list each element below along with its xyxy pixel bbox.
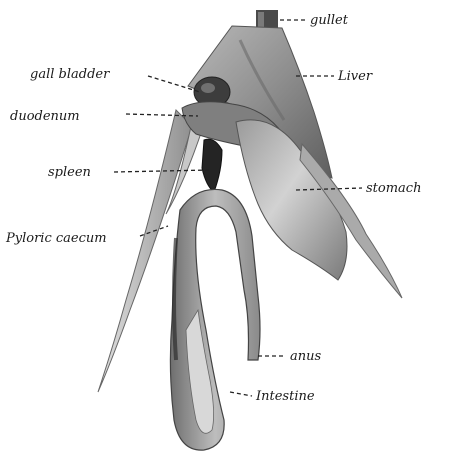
intestine-organ xyxy=(170,189,260,450)
label-pyloric-caecum: Pyloric caecum xyxy=(5,231,107,246)
leader-intestine xyxy=(230,392,252,396)
spleen-organ xyxy=(202,139,222,192)
label-spleen: spleen xyxy=(48,165,91,180)
label-stomach: stomach xyxy=(366,181,421,196)
label-anus: anus xyxy=(290,349,321,364)
label-liver: Liver xyxy=(337,69,373,84)
label-gullet: gullet xyxy=(310,13,349,28)
label-gall-bladder: gall bladder xyxy=(30,67,110,82)
label-duodenum: duodenum xyxy=(10,109,80,124)
label-intestine: Intestine xyxy=(255,389,315,404)
